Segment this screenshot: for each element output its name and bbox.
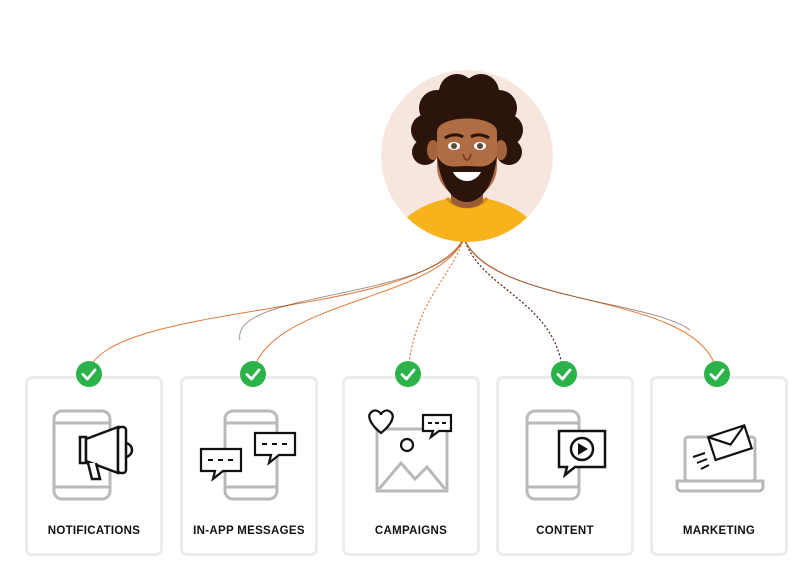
channel-card-in-app-messages: IN-APP MESSAGES [180,376,318,556]
check-icon [76,361,102,387]
connector-in-app-messages [252,237,465,373]
laptop-email-icon [675,424,765,493]
connector-inner [239,237,465,341]
channel-card-notifications: NOTIFICATIONS [25,376,163,556]
phone-chat-bubbles-icon [199,409,297,501]
channel-card-content: CONTENT [496,376,634,556]
channel-label: NOTIFICATIONS [47,525,141,537]
phone-video-play-icon [525,409,607,501]
connector-inner-2 [463,237,691,331]
connector-content [463,237,564,373]
channel-label: MARKETING [682,525,756,537]
connector-marketing [463,237,718,373]
check-icon [704,361,730,387]
channel-card-marketing: MARKETING [650,376,788,556]
check-icon [240,361,266,387]
megaphone-phone-icon [52,409,134,501]
image-heart-chat-icon [368,409,453,493]
channel-label: CAMPAIGNS [374,525,448,537]
channel-label: CONTENT [536,525,594,537]
connector-campaigns [407,237,465,373]
connector-notifications [87,237,465,373]
channel-label: IN-APP MESSAGES [193,525,305,537]
channel-card-campaigns: CAMPAIGNS [342,376,480,556]
check-icon [551,361,577,387]
person-avatar [381,70,553,242]
check-icon [395,361,421,387]
